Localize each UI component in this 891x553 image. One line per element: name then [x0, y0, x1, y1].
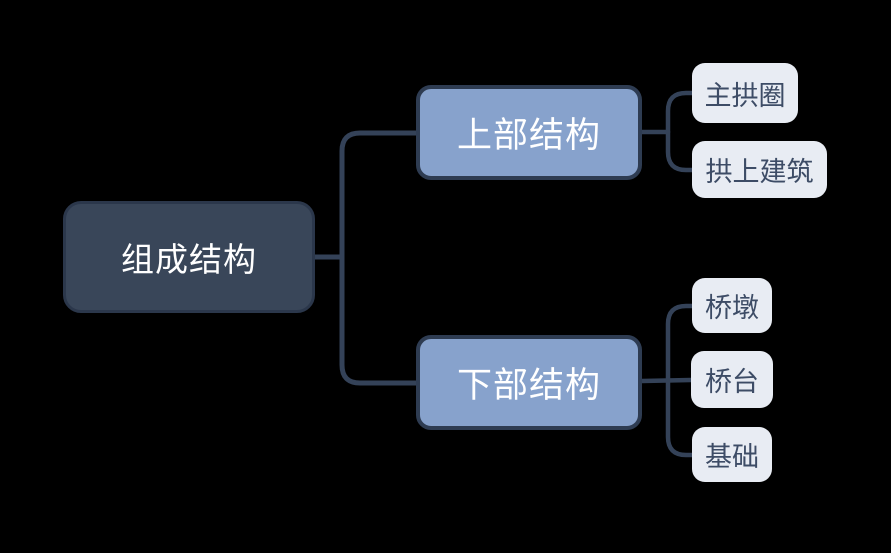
node-pier[interactable]: 桥墩: [692, 278, 772, 333]
node-superstructure[interactable]: 上部结构: [416, 85, 642, 180]
node-substructure[interactable]: 下部结构: [416, 335, 642, 430]
node-spandrel-building[interactable]: 拱上建筑: [692, 141, 827, 198]
node-main-arch-ring[interactable]: 主拱圈: [692, 63, 798, 123]
connector-lower-to-leaves: [665, 303, 695, 458]
connector-root-to-branches: [339, 130, 419, 386]
node-foundation[interactable]: 基础: [692, 427, 772, 482]
node-composition-structure[interactable]: 组成结构: [63, 201, 315, 313]
node-abutment[interactable]: 桥台: [691, 351, 773, 408]
connector-upper-to-leaves: [665, 90, 695, 173]
